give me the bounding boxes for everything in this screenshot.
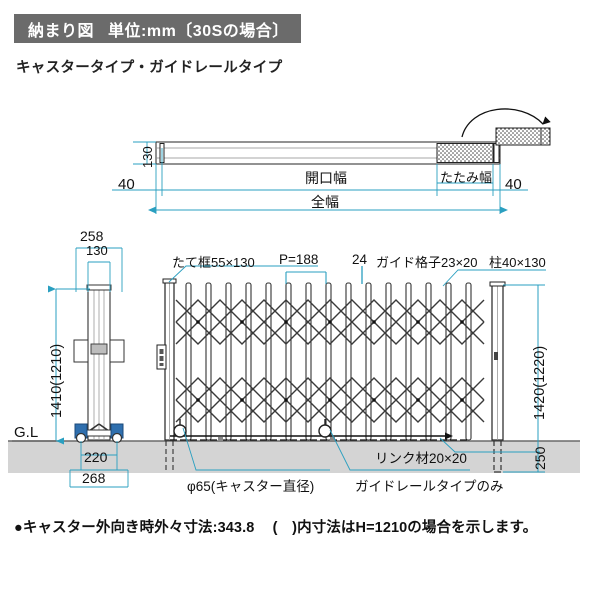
header-title-unit: 単位:mm〔30Sの場合〕 — [108, 22, 289, 40]
callout-lattice: ガイド格子23×20 — [376, 255, 478, 270]
callout-lattice-width: 24 — [352, 252, 368, 267]
plan-rail — [155, 141, 501, 165]
lattice-pivots — [196, 320, 464, 402]
buried-depth-label: 250 — [532, 446, 548, 470]
right-height-label: 1420(1220) — [532, 345, 548, 420]
plan-height-label: 130 — [140, 146, 155, 168]
ground-fill — [8, 441, 580, 473]
base-outer-label: 268 — [82, 470, 106, 486]
callout-link: リンク材20×20 — [375, 451, 467, 466]
post-inner-depth-label: 130 — [86, 243, 108, 258]
footnote-part-b: ( )内寸法はH=1210の場合を示します。 — [272, 520, 538, 536]
callout-post: 柱40×130 — [489, 255, 546, 270]
ground-level-label: G.L — [14, 424, 39, 441]
header-bar: 納まり図 単位:mm〔30Sの場合〕 — [14, 14, 301, 43]
gate-slats — [185, 282, 472, 441]
post-outer-depth-label: 258 — [80, 228, 104, 244]
pitch-bracket — [285, 271, 327, 284]
callout-pitch: P=188 — [279, 252, 319, 267]
gate-elevation — [156, 278, 506, 473]
plan-folded-packet — [436, 143, 494, 163]
header-title-primary: 納まり図 — [28, 22, 95, 40]
footnote: ●キャスター外向き時外々寸法:343.8 ( )内寸法はH=1210の場合を示し… — [14, 516, 537, 537]
callout-guiderail-only: ガイドレールタイプのみ — [355, 479, 504, 494]
total-width-label: 全幅 — [311, 194, 339, 210]
left-height-label: 1410(1210) — [49, 343, 65, 418]
left-side-view-post — [73, 284, 125, 444]
plan-left-offset-label: 40 — [118, 176, 135, 193]
callout-caster: φ65(キャスター直径) — [187, 479, 315, 494]
fold-rotation-arrow — [461, 108, 551, 138]
opening-width-label: 開口幅 — [305, 170, 347, 186]
footnote-part-a: ●キャスター外向き時外々寸法:343.8 — [14, 520, 255, 536]
fold-width-label: たたみ幅 — [440, 170, 493, 185]
plan-right-offset-label: 40 — [505, 176, 522, 193]
callout-leaders — [168, 265, 546, 471]
gate-casters — [173, 419, 332, 438]
base-inner-label: 220 — [84, 449, 108, 465]
page-subtitle: キャスタータイプ・ガイドレールタイプ — [16, 60, 283, 76]
plan-right-post — [493, 143, 500, 163]
plan-rotated-packet — [495, 127, 551, 146]
callout-stile: たて框55×130 — [172, 255, 255, 270]
